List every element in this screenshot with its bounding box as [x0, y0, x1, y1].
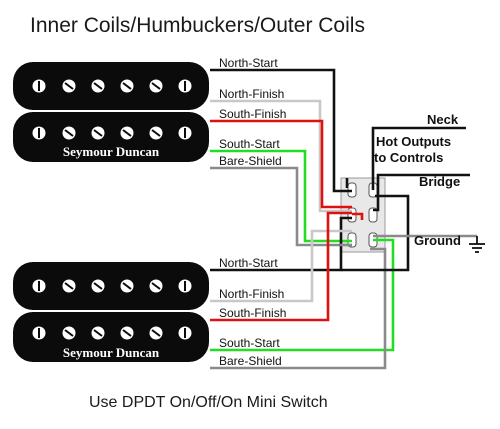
label-neck-output: Neck — [427, 112, 459, 127]
bridge-humbucker: Seymour Duncan — [13, 262, 209, 362]
wire-bridge-south-finish — [210, 211, 352, 322]
label-to-controls: to Controls — [374, 150, 443, 165]
neck-south-pole-slots — [38, 128, 186, 138]
neck-north-coil — [13, 62, 209, 110]
wire-neck-bare-shield — [210, 166, 340, 247]
wire-neck-output — [371, 126, 466, 190]
neck-pickup-brand: Seymour Duncan — [63, 144, 160, 159]
label-bridge-north-finish: North-Finish — [219, 287, 284, 301]
bridge-south-coil — [13, 312, 209, 362]
label-neck-north-start: North-Start — [219, 56, 278, 70]
wire-neck-north-finish — [210, 99, 352, 213]
bridge-pickup-brand: Seymour Duncan — [63, 345, 160, 360]
wires — [210, 68, 477, 370]
diagram-title: Inner Coils/Humbuckers/Outer Coils — [30, 14, 365, 37]
label-ground: Ground — [414, 233, 461, 248]
label-bridge-south-finish: South-Finish — [219, 306, 286, 320]
label-bridge-output: Bridge — [419, 174, 460, 189]
neck-north-pole-slots — [38, 81, 186, 91]
label-bridge-north-start: North-Start — [219, 256, 278, 270]
neck-south-coil — [13, 112, 209, 162]
wire-neck-south-finish — [210, 119, 352, 209]
label-neck-south-finish: South-Finish — [219, 107, 286, 121]
bridge-north-pole-slots — [38, 281, 186, 291]
label-neck-south-start: South-Start — [219, 137, 280, 151]
neck-humbucker: Seymour Duncan — [13, 62, 209, 162]
label-neck-bare-shield: Bare-Shield — [219, 154, 282, 168]
wire-bridge-bare-shield — [210, 247, 387, 370]
wire-neck-north-start — [210, 68, 352, 193]
diagram-caption: Use DPDT On/Off/On Mini Switch — [89, 394, 328, 411]
wire-bridge-north-finish — [210, 229, 352, 303]
wire-bridge-output — [373, 173, 470, 212]
bridge-south-pole-slots — [38, 328, 186, 338]
label-neck-north-finish: North-Finish — [219, 87, 284, 101]
ground-icon — [469, 236, 485, 253]
bridge-north-coil — [13, 262, 209, 310]
wire-bridge-output-tail — [341, 194, 410, 272]
label-hot-outputs: Hot Outputs — [376, 134, 451, 149]
wire-bridge-south-start — [210, 238, 395, 352]
label-bridge-bare-shield: Bare-Shield — [219, 354, 282, 368]
label-bridge-south-start: South-Start — [219, 336, 280, 350]
jumper-center-red — [352, 212, 364, 220]
